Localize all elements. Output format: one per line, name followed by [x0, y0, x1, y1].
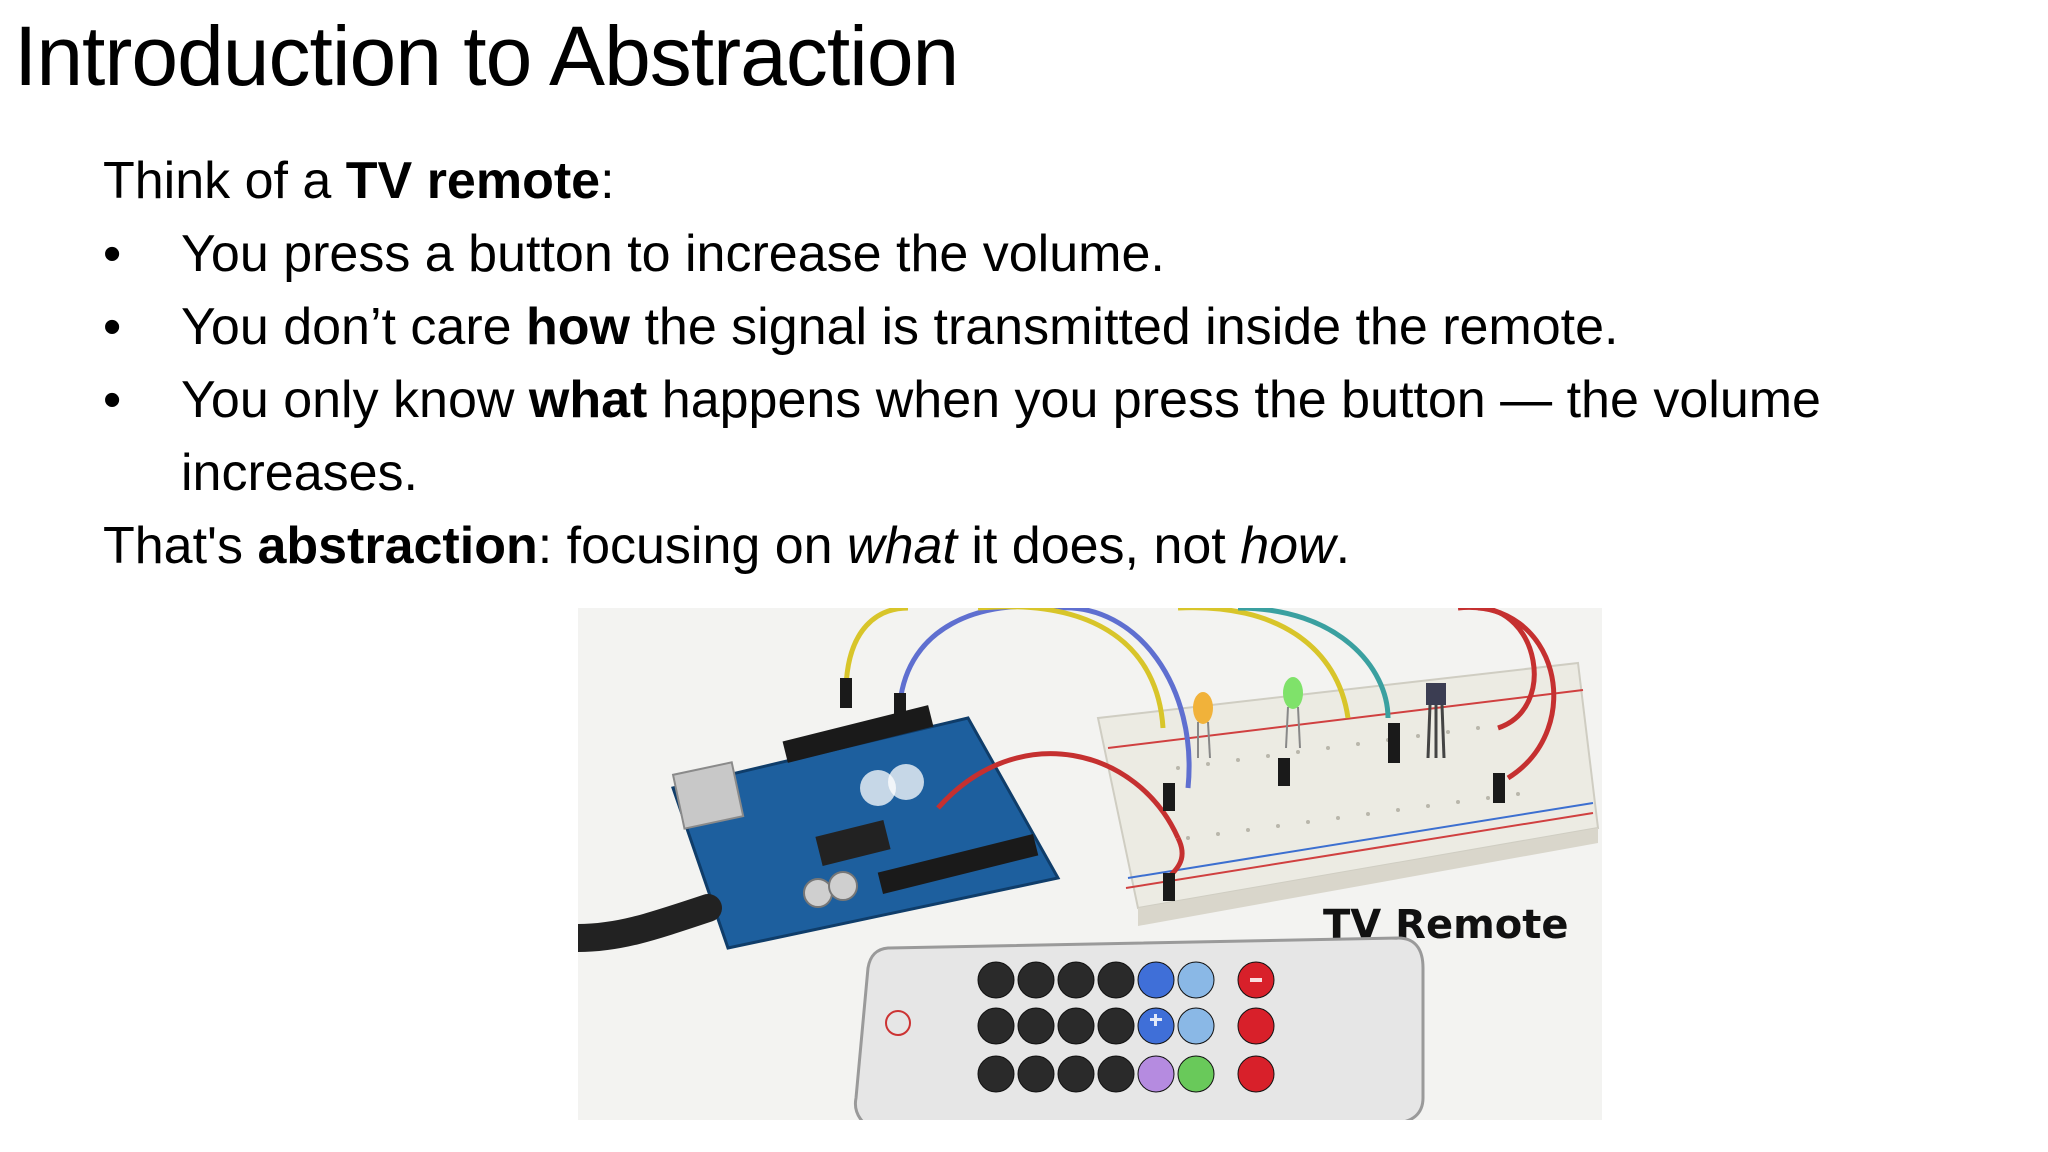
conclusion-italic-term: what: [847, 517, 957, 575]
led-yellow-icon: [1193, 692, 1213, 759]
conclusion-italic-term: how: [1240, 517, 1336, 575]
breadboard-icon: [1096, 661, 1600, 926]
bullet-text: You press a button to increase the volum…: [181, 225, 1165, 283]
ir-remote-control-icon: [853, 936, 1425, 1120]
intro-colon: :: [600, 152, 615, 210]
arduino-ir-remote-photo: TV Remote: [578, 608, 1602, 1120]
slide-body: Think of a TV remote: • You press a butto…: [103, 145, 1983, 583]
slide-title: Introduction to Abstraction: [14, 9, 959, 103]
bullet-dot-icon: •: [103, 371, 122, 429]
conclusion-text: : focusing on: [537, 517, 848, 575]
jumper-wires-icon: [843, 608, 1557, 880]
photo-illustration: TV Remote: [578, 608, 1602, 1120]
bullet-text: happens when you press the button — the …: [181, 371, 1821, 502]
conclusion-period: .: [1335, 517, 1351, 575]
bullet-dot-icon: •: [103, 225, 122, 283]
conclusion-line: That's abstraction: focusing on what it …: [103, 510, 1983, 583]
intro-text: Think of a: [103, 152, 346, 210]
conclusion-bold-term: abstraction: [257, 517, 538, 575]
led-green-icon: [1283, 677, 1303, 749]
intro-bold-term: TV remote: [345, 152, 601, 210]
bullet-bold-term: what: [528, 371, 648, 429]
bullet-item: • You don’t care how the signal is transm…: [103, 291, 1983, 364]
bullet-item: • You press a button to increase the volu…: [103, 218, 1983, 291]
conclusion-text: it does, not: [956, 517, 1241, 575]
bullet-item: • You only know what happens when you pre…: [103, 364, 1983, 510]
bullet-text: You don’t care: [181, 298, 527, 356]
bullet-text: You only know: [181, 371, 529, 429]
conclusion-text: That's: [103, 517, 258, 575]
bullet-text: the signal is transmitted inside the rem…: [630, 298, 1619, 356]
intro-line: Think of a TV remote:: [103, 145, 1983, 218]
ir-receiver-icon: [1426, 683, 1446, 759]
bullet-dot-icon: •: [103, 298, 122, 356]
bullet-bold-term: how: [526, 298, 630, 356]
